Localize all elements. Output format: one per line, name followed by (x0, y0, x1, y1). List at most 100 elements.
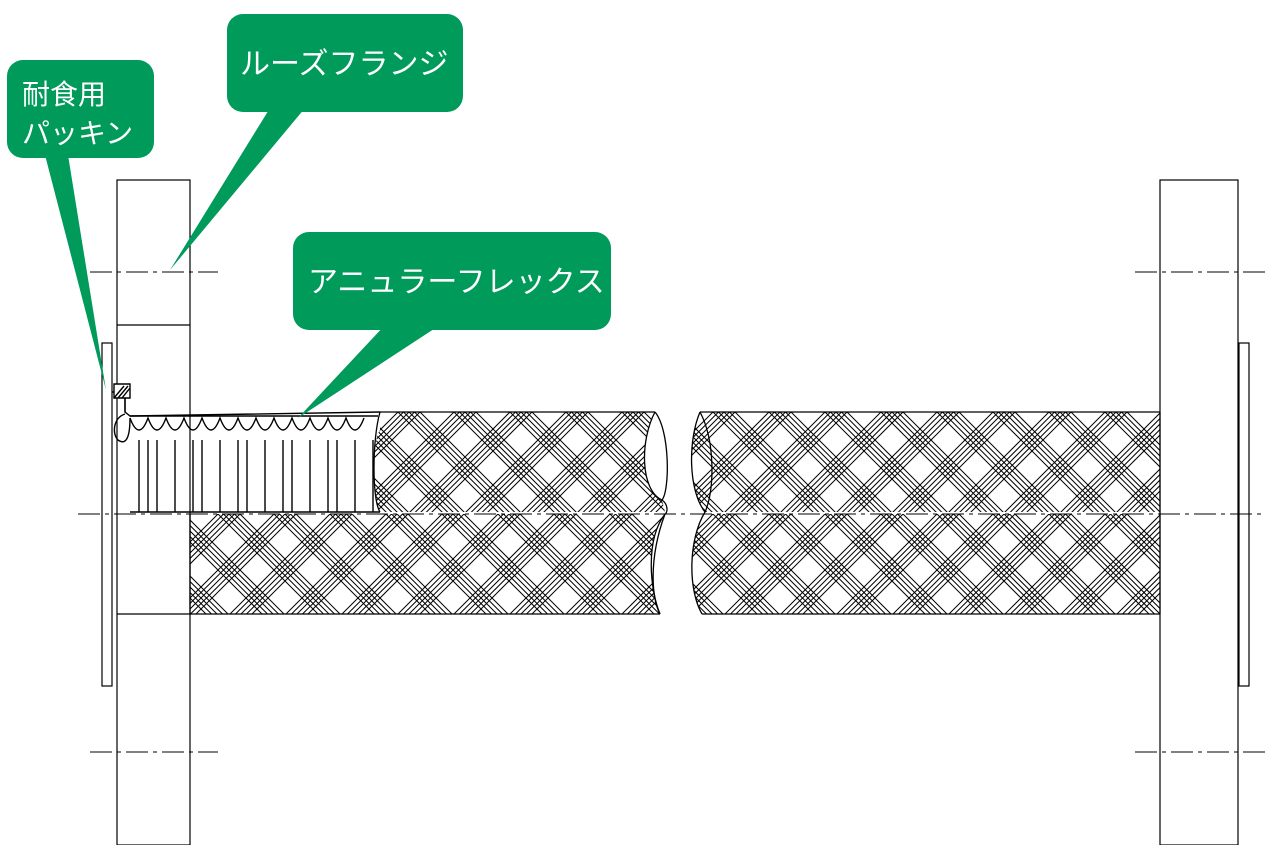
braid-strand (831, 356, 859, 384)
braid-strand (762, 412, 792, 441)
braid-strand (679, 626, 707, 654)
braid-strand (975, 569, 1005, 599)
braid-strand (1138, 439, 1160, 469)
braid-strand (869, 514, 898, 543)
braid-strand (503, 467, 533, 497)
braid-strand (1150, 458, 1178, 486)
braid-strand (190, 569, 213, 599)
braid-strand (1189, 524, 1217, 552)
braid-strand (576, 439, 606, 469)
braid-strand (897, 495, 926, 512)
braid-strand (190, 569, 219, 599)
braid-strand (908, 569, 938, 599)
braid-strand (1009, 412, 1038, 441)
braid-strand (190, 597, 207, 614)
braid-strand (993, 356, 1021, 384)
braid-strand (1093, 439, 1122, 469)
braid-strand (1183, 468, 1211, 496)
braid-strand (587, 467, 617, 497)
braid-strand (425, 467, 455, 497)
braid-strand (470, 495, 499, 512)
braid-strand (691, 626, 719, 654)
braid-strand (813, 514, 842, 543)
braid-strand (425, 495, 455, 512)
braid-strand (797, 626, 825, 654)
braid-strand (667, 496, 695, 524)
braid-strand (425, 439, 455, 469)
braid-strand (403, 412, 432, 413)
braid-strand (874, 541, 904, 571)
callout-gasket: 耐食用 パッキン (7, 60, 154, 390)
braid-strand (640, 384, 668, 412)
braid-strand (1059, 514, 1089, 543)
braid-strand (330, 626, 358, 654)
braid-strand (340, 597, 370, 614)
braid-strand (779, 541, 809, 571)
braid-strand (553, 597, 583, 614)
braid-strand (655, 412, 665, 413)
braid-strand (649, 467, 665, 497)
braid-strand (1027, 356, 1055, 384)
braid-strand (588, 654, 616, 682)
braid-strand (1010, 356, 1038, 384)
braid-strand (1010, 626, 1038, 654)
braid-strand (274, 626, 302, 654)
braid-strand (914, 412, 943, 441)
braid-strand (397, 654, 425, 682)
braid-strand (1027, 626, 1055, 654)
braid-strand (769, 356, 797, 384)
braid-strand (453, 495, 483, 512)
braid-strand (859, 356, 887, 384)
braid-strand (824, 514, 854, 543)
braid-strand (481, 412, 511, 441)
braid-strand (391, 412, 421, 413)
braid-strand (621, 495, 651, 512)
braid-strand (691, 597, 708, 614)
braid-strand (515, 467, 544, 497)
braid-strand (1132, 597, 1160, 614)
braid-strand (1070, 467, 1100, 497)
braid-strand (325, 468, 353, 496)
braid-strand (835, 495, 865, 512)
braid-strand (953, 569, 982, 599)
braid-strand (313, 654, 341, 682)
braid-strand (660, 439, 665, 469)
braid-strand (695, 384, 723, 412)
braid-strand (948, 654, 976, 682)
braid-strand (610, 626, 638, 654)
braid-strand (729, 412, 758, 441)
braid-strand (964, 412, 994, 441)
braid-strand (190, 541, 219, 571)
braid-strand (319, 626, 347, 654)
braid-strand (1183, 570, 1211, 598)
braid-strand (886, 412, 915, 413)
braid-strand (217, 597, 247, 614)
braid-strand (657, 356, 685, 384)
braid-strand (931, 654, 959, 682)
braid-strand (330, 654, 358, 682)
braid-strand (201, 654, 229, 682)
braid-strand (1020, 597, 1050, 614)
braid-strand (942, 412, 971, 441)
braid-strand (666, 514, 694, 542)
braid-strand (695, 439, 725, 469)
braid-strand (1065, 467, 1094, 497)
braid-strand (414, 412, 443, 413)
braid-strand (268, 654, 296, 682)
braid-strand (768, 412, 798, 441)
braid-strand (874, 467, 904, 497)
braid-strand (987, 654, 1015, 682)
braid-strand (424, 569, 454, 599)
braid-strand (740, 597, 770, 614)
braid-strand (357, 569, 387, 599)
braid-strand (324, 654, 352, 682)
braid-strand (1200, 440, 1228, 468)
braid-strand (926, 654, 954, 682)
braid-strand (1195, 552, 1223, 580)
braid-strand (488, 356, 516, 384)
braid-strand (134, 626, 162, 654)
braid-strand (408, 495, 438, 512)
braid-strand (515, 439, 544, 469)
braid-strand (1167, 486, 1195, 514)
braid-strand (603, 514, 633, 543)
